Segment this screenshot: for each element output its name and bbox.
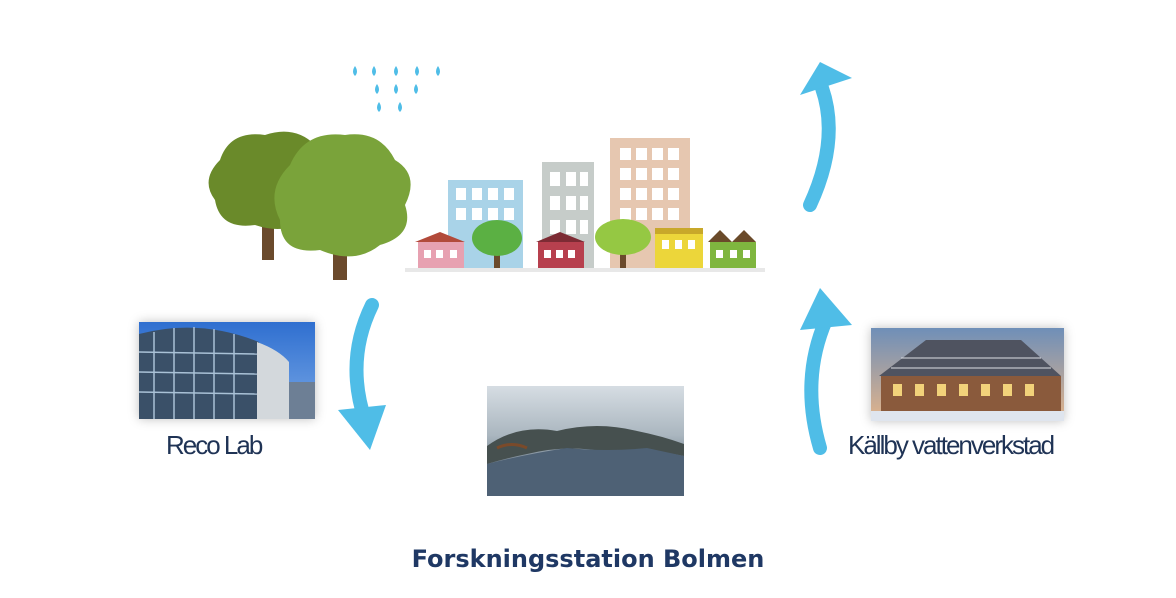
bolmen-photo [487,386,684,496]
bolmen-title: Forskningsstation Bolmen [0,545,1176,573]
kallby-label: Källby vattenverkstad [848,430,1053,461]
kallby-photo [871,328,1064,421]
reco-lab-label: Reco Lab [166,430,261,461]
reco-lab-photo [139,322,315,419]
